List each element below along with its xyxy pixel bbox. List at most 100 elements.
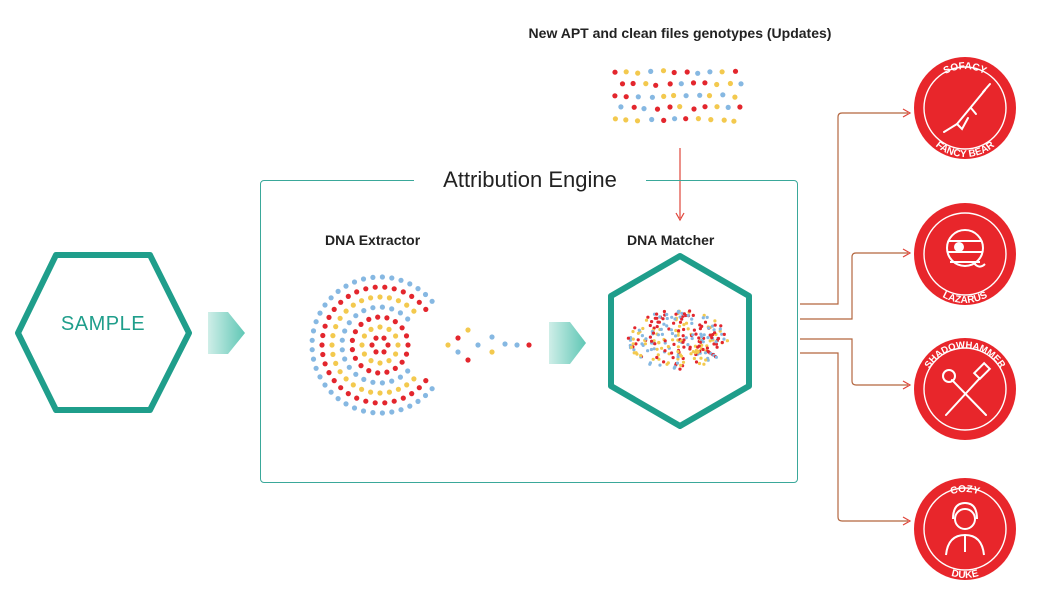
- extractor-dot: [338, 299, 344, 305]
- extractor-dot: [345, 293, 351, 299]
- update-dot: [661, 93, 667, 99]
- flow-arrow-extractor: [549, 322, 586, 364]
- extractor-dot: [403, 351, 410, 357]
- update-dot: [618, 104, 624, 110]
- extractor-dot: [333, 324, 339, 330]
- extractor-dot: [386, 326, 392, 332]
- extractor-dot: [370, 379, 376, 385]
- matcher-dot: [691, 333, 695, 337]
- extractor-dot: [338, 385, 344, 391]
- matcher-dot: [657, 340, 661, 345]
- person-with-headset-icon: [945, 501, 985, 556]
- extractor-dot: [382, 400, 388, 406]
- extractor-dot: [326, 314, 332, 320]
- matcher-dot: [684, 321, 689, 325]
- svg-text:SOFACY: SOFACY: [942, 61, 989, 77]
- extractor-trail-dot: [465, 327, 471, 333]
- extractor-dot: [346, 364, 352, 370]
- update-dot: [737, 104, 743, 110]
- update-dot: [619, 81, 626, 87]
- matcher-dot: [712, 328, 716, 332]
- matcher-dot: [665, 316, 669, 321]
- matcher-dot: [640, 342, 644, 346]
- extractor-dot: [386, 389, 392, 395]
- matcher-dot: [700, 324, 704, 328]
- update-dot: [672, 116, 678, 122]
- matcher-dot: [678, 367, 682, 371]
- rifle-icon: [943, 83, 991, 133]
- matcher-dot: [714, 340, 718, 344]
- extractor-dot: [339, 337, 345, 343]
- extractor-dot: [405, 316, 411, 322]
- matcher-dot: [720, 340, 724, 345]
- matcher-dot: [632, 351, 636, 355]
- extractor-dot: [373, 349, 379, 355]
- extractor-dot: [393, 333, 399, 339]
- extractor-dot: [361, 376, 367, 382]
- matcher-dot: [710, 324, 715, 328]
- extractor-dot: [352, 355, 358, 361]
- extractor-dot: [404, 382, 410, 388]
- extractor-dot: [395, 298, 401, 304]
- extractor-dot: [409, 391, 415, 397]
- update-dot: [695, 70, 701, 76]
- extractor-dot: [363, 398, 369, 404]
- extractor-dot: [353, 371, 359, 377]
- extractor-dot: [397, 310, 403, 316]
- matcher-dot: [655, 312, 659, 316]
- update-dot: [612, 69, 618, 75]
- matcher-dot: [703, 351, 708, 355]
- matcher-dot: [686, 343, 690, 347]
- matcher-dot: [662, 322, 666, 326]
- matcher-dot: [697, 336, 701, 340]
- update-dot: [649, 94, 656, 100]
- extractor-dot: [415, 286, 421, 292]
- matcher-dot: [703, 320, 708, 324]
- matcher-dot: [648, 335, 653, 339]
- matcher-dot: [658, 315, 662, 319]
- extractor-dot: [342, 356, 348, 362]
- extractor-dot: [386, 295, 392, 301]
- extractor-dot: [375, 314, 381, 320]
- extractor-dot: [361, 333, 367, 339]
- extractor-dot: [398, 407, 404, 413]
- extractor-dot: [389, 378, 395, 384]
- matcher-dot: [677, 324, 682, 328]
- matcher-dot: [674, 334, 678, 338]
- extractor-dot: [379, 304, 385, 310]
- matcher-dot: [678, 353, 683, 357]
- extractor-dot: [343, 401, 349, 407]
- extractor-dot: [330, 351, 336, 357]
- update-dot: [702, 104, 708, 110]
- matcher-dot: [676, 355, 680, 359]
- sample-hexagon: [15, 252, 192, 413]
- matcher-dot: [655, 325, 659, 329]
- update-dot: [719, 69, 725, 75]
- extractor-dot: [337, 369, 343, 375]
- matcher-dot: [686, 327, 690, 331]
- extractor-dot: [385, 342, 391, 348]
- matcher-dot: [646, 315, 650, 319]
- matcher-dot: [661, 317, 665, 321]
- matcher-dot: [688, 309, 692, 313]
- extractor-dot: [331, 378, 337, 384]
- update-dot: [721, 117, 727, 123]
- matcher-dot: [699, 340, 703, 344]
- update-dot: [653, 82, 659, 88]
- extractor-dot: [407, 403, 413, 409]
- update-dot: [654, 106, 661, 112]
- extractor-dot: [411, 308, 417, 314]
- matcher-dot: [710, 336, 714, 340]
- update-dot: [612, 116, 619, 122]
- matcher-dot: [633, 326, 637, 330]
- matcher-dot: [699, 356, 703, 360]
- update-dot: [731, 118, 737, 124]
- extractor-dot: [350, 382, 356, 388]
- matcher-dot: [701, 340, 705, 344]
- matcher-dot: [681, 360, 686, 364]
- matcher-dot: [681, 340, 685, 344]
- matcher-dot: [639, 353, 643, 358]
- extractor-dot: [366, 316, 372, 322]
- actor-badge-lazarus: LAZARUS: [914, 203, 1016, 306]
